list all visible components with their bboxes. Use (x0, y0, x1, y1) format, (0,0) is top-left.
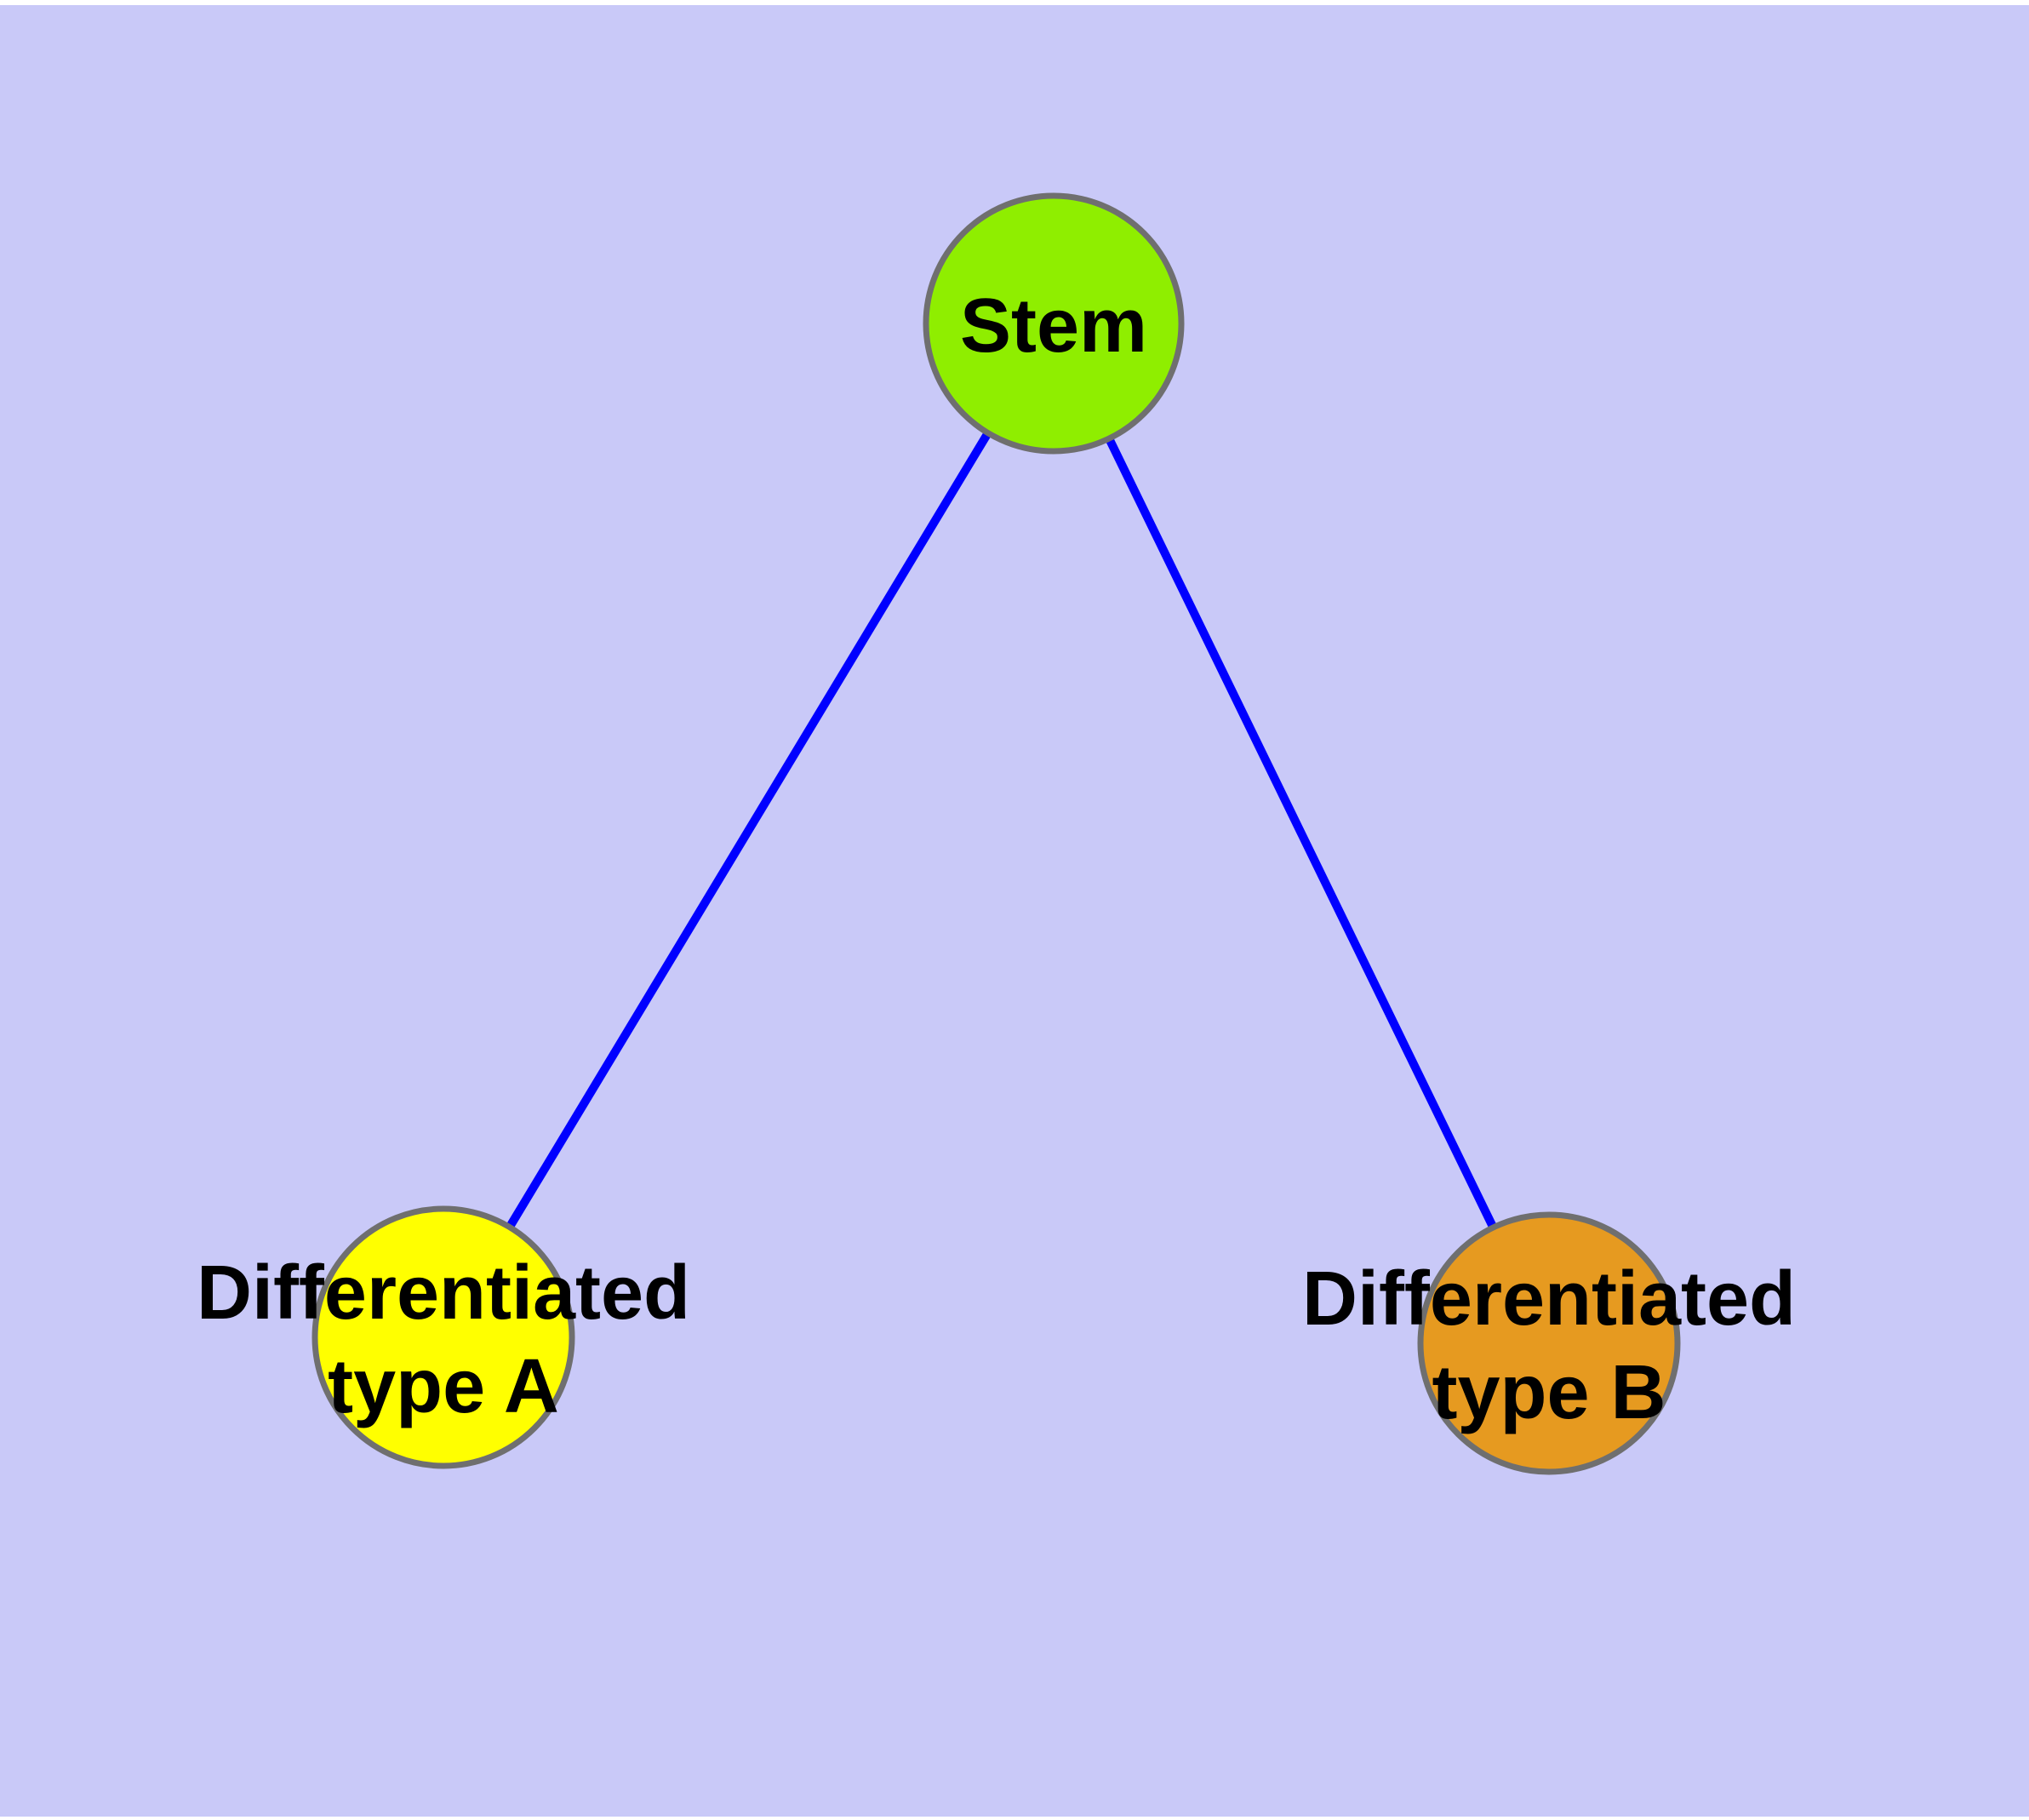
stem-label: Stem (960, 283, 1147, 369)
edge-layer (506, 432, 1497, 1229)
differentiated-type-b-circle[interactable] (1417, 1211, 1681, 1475)
differentiated-type-a-circle[interactable] (311, 1205, 575, 1469)
stem-circle[interactable] (923, 192, 1185, 455)
edge-stem-to-type-b (1106, 438, 1497, 1229)
node-stem[interactable]: Stem (923, 192, 1185, 455)
edge-stem-to-type-a (506, 432, 992, 1229)
